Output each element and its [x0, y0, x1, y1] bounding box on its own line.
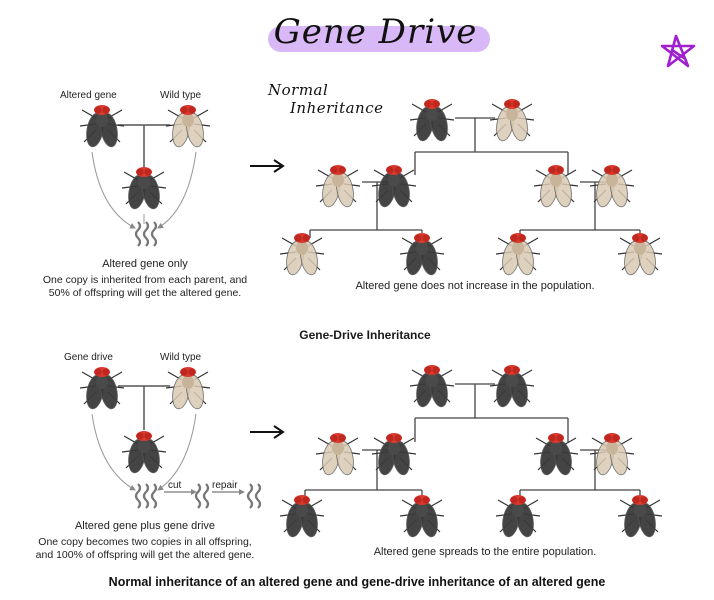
tree-caption-top: Altered gene does not increase in the po…	[355, 280, 595, 292]
fly-altered-icon	[79, 105, 125, 148]
result-label-bottom: Altered gene plus gene drive	[74, 520, 216, 532]
explanation-top-2: 50% of offspring will get the altered ge…	[48, 287, 242, 299]
fly-altered-icon	[533, 433, 579, 476]
label-gene-drive: Gene drive	[64, 352, 113, 363]
explanation-top-1: One copy is inherited from each parent, …	[42, 274, 248, 286]
fly-altered-icon	[399, 495, 445, 538]
label-wild-type: Wild type	[160, 90, 202, 101]
fly-wild-icon	[589, 165, 635, 208]
fly-wild-icon	[617, 233, 663, 276]
page-title: Gene Drive	[273, 12, 478, 52]
fly-altered-icon	[371, 165, 417, 208]
fly-altered-icon	[79, 367, 125, 410]
fly-wild-icon	[495, 233, 541, 276]
fly-wild-icon	[165, 367, 211, 410]
figure-caption: Normal inheritance of an altered gene an…	[108, 575, 606, 589]
arrow-right-icon	[250, 159, 285, 439]
tree-caption-bottom: Altered gene spreads to the entire popul…	[373, 546, 597, 558]
fly-wild-icon	[165, 105, 211, 148]
section-title-gene-drive: Gene-Drive Inheritance	[299, 328, 431, 342]
fly-altered-icon	[617, 495, 663, 538]
fly-wild-icon	[533, 165, 579, 208]
result-label-top: Altered gene only	[102, 258, 188, 270]
dna-strands-bottom	[134, 483, 262, 509]
fly-wild-icon	[589, 433, 635, 476]
fly-wild-icon	[315, 165, 361, 208]
fly-altered-icon	[279, 495, 325, 538]
fly-altered-icon	[409, 99, 455, 142]
fly-altered-icon	[399, 233, 445, 276]
fly-altered-icon	[495, 495, 541, 538]
fly-wild-icon	[279, 233, 325, 276]
fly-altered-icon	[409, 365, 455, 408]
fly-altered-icon	[121, 431, 167, 474]
tree-title-line2: Inheritance	[290, 99, 384, 117]
fly-wild-icon	[315, 433, 361, 476]
label-altered-gene: Altered gene	[60, 90, 117, 101]
fly-altered-icon	[489, 365, 535, 408]
label-cut: cut	[168, 480, 182, 491]
label-repair: repair	[212, 480, 238, 491]
title-highlight	[268, 26, 490, 52]
label-wild-type-2: Wild type	[160, 352, 202, 363]
explanation-bottom-1: One copy becomes two copies in all offsp…	[38, 536, 252, 548]
explanation-bottom-2: and 100% of offspring will get the alter…	[35, 549, 255, 561]
fly-altered-icon	[121, 167, 167, 210]
tree-title-line1: Normal	[268, 81, 329, 99]
fly-wild-icon	[489, 99, 535, 142]
dna-strands-top	[134, 221, 158, 247]
fly-altered-icon	[371, 433, 417, 476]
title-banner: Gene Drive	[258, 12, 493, 58]
